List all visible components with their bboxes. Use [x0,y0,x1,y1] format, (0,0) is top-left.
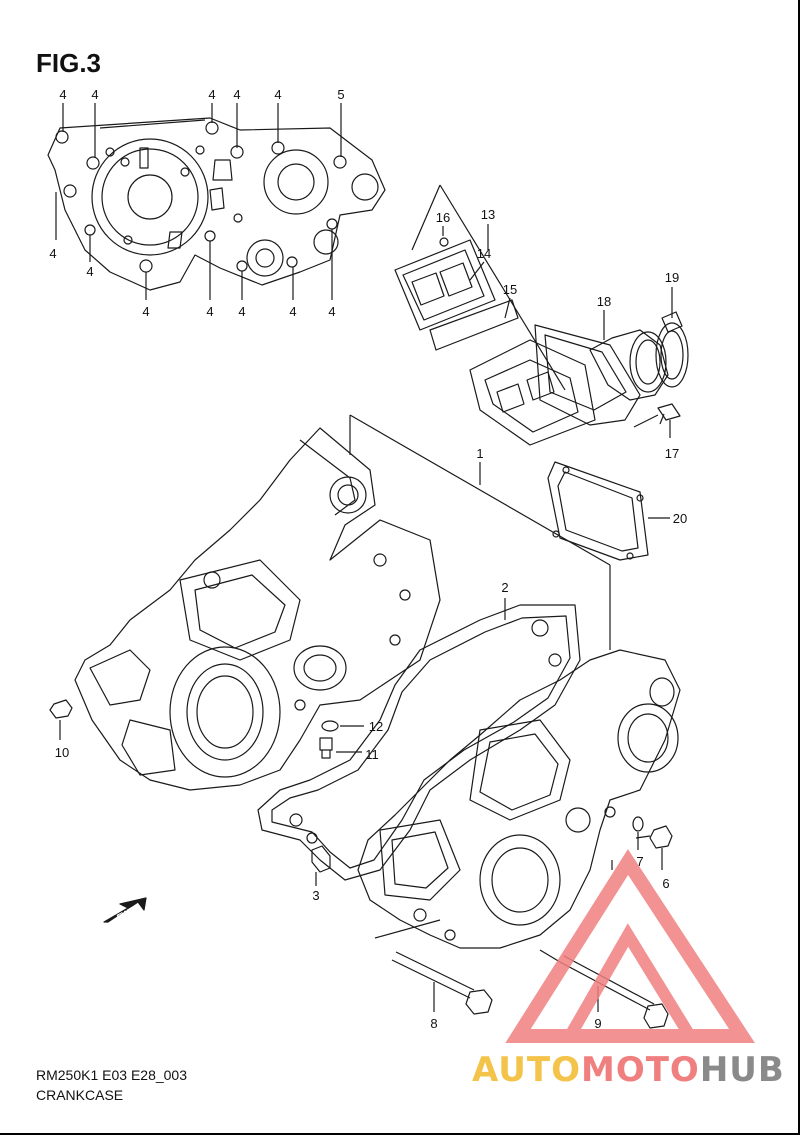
diagram-name: CRANKCASE [36,1087,124,1103]
watermark-part-1: AUTO [472,1050,581,1090]
callout-4-a: 4 [59,87,66,102]
callout-labels: 4 4 4 4 4 5 4 4 4 4 4 4 4 1 2 3 6 7 8 9 [49,87,687,1031]
callout-19: 19 [665,270,679,285]
callout-9: 9 [594,1016,601,1031]
callout-1: 1 [476,446,483,461]
fwd-label: FWD [115,904,138,923]
crankcase-gasket [257,598,581,881]
callout-12: 12 [369,719,383,734]
diagram-code: RM250K1 E03 E28_003 [36,1067,187,1083]
callout-4-b: 4 [91,87,98,102]
reed-valve-assembly [394,184,689,446]
callout-20: 20 [673,511,687,526]
watermark-text: AUTOMOTOHUB [472,1050,785,1090]
callout-11: 11 [365,747,379,762]
callout-3: 3 [312,888,319,903]
callout-6: 6 [662,876,669,891]
callout-4-i: 4 [206,304,213,319]
callout-18: 18 [597,294,611,309]
callout-5: 5 [337,87,344,102]
page-border-bottom [0,1133,800,1135]
left-crankcase-half [74,414,611,791]
callout-16: 16 [436,210,450,225]
callout-13: 13 [481,207,495,222]
callout-4-h: 4 [142,304,149,319]
callout-7: 7 [636,854,643,869]
crankcase-mating-face [47,103,386,300]
callout-17: 17 [665,446,679,461]
callout-4-k: 4 [289,304,296,319]
callout-4-j: 4 [238,304,245,319]
watermark-logo-icon [505,849,755,1043]
callout-4-f: 4 [49,246,56,261]
figure-title: FIG.3 [36,48,102,78]
callout-10: 10 [55,745,69,760]
callout-4-c: 4 [208,87,215,102]
callout-4-g: 4 [86,264,93,279]
callout-4-e: 4 [274,87,281,102]
callout-8: 8 [430,1016,437,1031]
right-crankcase-half [357,649,681,949]
callout-4-d: 4 [233,87,240,102]
callout-4-l: 4 [328,304,335,319]
callout-15: 15 [503,282,517,297]
callout-14: 14 [477,246,491,261]
leader-lines [442,224,673,340]
page-border-right [798,0,800,1135]
callout-2: 2 [501,580,508,595]
watermark-part-2: MOTO [580,1050,700,1090]
watermark-part-3: HUB [699,1050,785,1090]
intake-gasket [547,461,670,561]
fasteners [49,699,673,1029]
